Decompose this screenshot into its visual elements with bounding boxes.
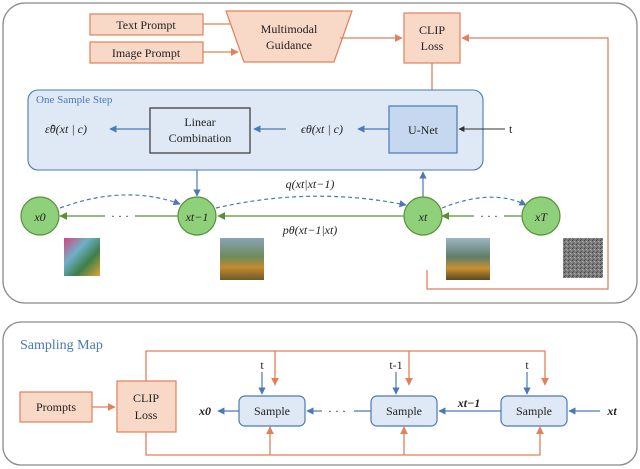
clip-loss-box-bottom (116, 380, 177, 433)
clip-loss-bottom-line1: CLIP (133, 391, 159, 405)
node-xt-label: xt (418, 210, 428, 224)
node-xt (403, 196, 443, 236)
node-xT (521, 196, 561, 236)
bottom-xt-label: xt (606, 404, 617, 418)
sample-box-1-label: Sample (254, 404, 290, 418)
bottom-xtm1-label: xt−1 (457, 396, 481, 410)
linear-label-line2: Combination (169, 131, 232, 145)
sample2-t-label: t-1 (389, 358, 402, 372)
text-prompt-label: Text Prompt (116, 18, 176, 32)
node-xt-minus-1 (177, 196, 217, 236)
clip-loss-top-line2: Loss (421, 39, 444, 53)
eps-hat-label: ε̂θ(xt | c) (45, 122, 87, 136)
forward-arc-xt-xT (441, 196, 527, 209)
node-x0 (20, 196, 60, 236)
sample1-t-label: t (260, 358, 264, 372)
forward-arc-xtm1-xt (215, 195, 407, 209)
sampling-map-title: Sampling Map (20, 338, 103, 353)
bottom-ellipsis: · · · (328, 404, 346, 418)
image-xT-noise (563, 238, 603, 278)
multimodal-guidance-block (225, 10, 353, 63)
guidance-label-line2: Guidance (266, 38, 312, 52)
image-xt-minus-1 (220, 238, 264, 280)
reverse-process-label: pθ(xt−1|xt) (282, 223, 338, 237)
node-xt-minus-1-label: xt−1 (185, 210, 209, 224)
node-x0-label: x0 (33, 210, 45, 224)
feedback-loop-line (426, 34, 609, 290)
t-input-label: t (509, 122, 513, 136)
clip-loss-box-top (403, 12, 461, 64)
chain-ellipsis-left: · · · (111, 209, 129, 223)
linear-label-line1: Linear (184, 115, 215, 129)
clip-loss-top-line1: CLIP (419, 23, 445, 37)
sample3-t-label: t (525, 358, 529, 372)
node-xT-label: xT (534, 210, 548, 224)
linear-combination-box (149, 107, 251, 154)
sample-step-title: One Sample Step (36, 94, 113, 106)
prompts-label: Prompts (36, 400, 76, 414)
guidance-label-line1: Multimodal (261, 22, 318, 36)
unet-label: U-Net (408, 123, 439, 137)
clip-top-bus (145, 350, 549, 386)
forward-arc-x0-xtm1 (59, 194, 181, 209)
sample-box-2-label: Sample (386, 404, 422, 418)
image-prompt-label: Image Prompt (112, 46, 181, 60)
chain-ellipsis-right: · · · (480, 209, 498, 223)
image-xt (446, 238, 490, 280)
image-x0 (64, 238, 100, 276)
eps-label: ϵθ(xt | c) (301, 122, 343, 136)
clip-bottom-bus (145, 426, 544, 456)
clip-loss-bottom-line2: Loss (135, 408, 158, 422)
bottom-x0-label: x0 (198, 404, 211, 418)
sample-box-3-label: Sample (516, 404, 552, 418)
forward-process-label: q(xt|xt−1) (286, 177, 335, 191)
